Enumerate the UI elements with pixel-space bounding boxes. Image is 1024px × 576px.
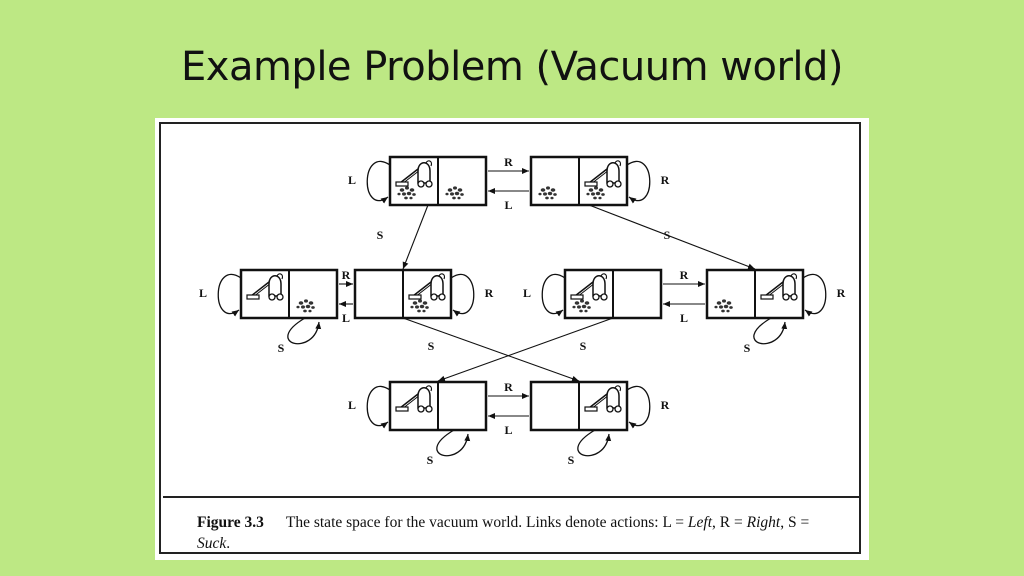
left-loop-label: L — [523, 286, 531, 300]
left-self-loop — [366, 386, 391, 429]
figure-caption: Figure 3.3 The state space for the vacuum… — [197, 512, 837, 554]
right-loop-label: R — [837, 286, 846, 300]
left-self-loop — [217, 274, 242, 317]
left-label: L — [504, 198, 512, 212]
left-loop-label: L — [199, 286, 207, 300]
suck-arrow — [588, 204, 756, 270]
suck-label: S — [377, 228, 384, 242]
state-6 — [705, 268, 805, 320]
right-label: R — [504, 380, 513, 394]
state-5 — [563, 268, 663, 320]
figure-frame: R L R L R L R L L L L L R R R R S S S S S S S S Figure 3.3 The s… — [159, 122, 861, 554]
right-self-loop — [450, 274, 475, 317]
suck-self-loop — [287, 317, 322, 345]
right-loop-label: R — [661, 173, 670, 187]
caption-text-1: The state space for the vacuum world. Li… — [285, 514, 688, 531]
suck-arrow — [437, 317, 614, 382]
left-label: L — [680, 311, 688, 325]
suck-self-loop — [753, 317, 788, 345]
suck-label: S — [664, 228, 671, 242]
right-loop-label: R — [661, 398, 670, 412]
state-8 — [529, 380, 629, 432]
suck-arrow — [402, 204, 429, 270]
caption-left: Left — [687, 514, 713, 531]
state-space-diagram: R L R L R L R L L L L L R R R R S S S S S S S S — [199, 155, 846, 467]
suck-label: S — [428, 339, 435, 353]
caption-right: Right — [746, 514, 781, 531]
state-7 — [388, 380, 488, 432]
state-2 — [529, 155, 629, 207]
left-loop-label: L — [348, 173, 356, 187]
suck-self-loop — [436, 429, 471, 457]
figure-panel: R L R L R L R L L L L L R R R R S S S S S S S S Figure 3.3 The s… — [155, 118, 869, 560]
right-self-loop — [802, 274, 827, 317]
suck-loop-label: S — [427, 453, 434, 467]
right-self-loop — [626, 386, 651, 429]
left-label: L — [342, 311, 350, 325]
caption-text-2: , R = — [712, 514, 747, 531]
suck-label: S — [580, 339, 587, 353]
left-label: L — [504, 423, 512, 437]
caption-suck: Suck — [197, 535, 227, 552]
figure-number: Figure 3.3 — [197, 514, 264, 531]
state-1 — [388, 155, 488, 207]
slide-title: Example Problem (Vacuum world) — [181, 44, 844, 90]
caption-text-4: . — [226, 535, 231, 552]
left-loop-label: L — [348, 398, 356, 412]
state-3 — [239, 268, 339, 320]
suck-arrow — [402, 317, 580, 382]
state-4 — [353, 268, 453, 320]
right-loop-label: R — [485, 286, 494, 300]
suck-loop-label: S — [744, 341, 751, 355]
right-label: R — [504, 155, 513, 169]
caption-divider — [163, 496, 861, 498]
suck-loop-label: S — [278, 341, 285, 355]
right-label: R — [680, 268, 689, 282]
left-self-loop — [541, 274, 566, 317]
suck-loop-label: S — [568, 453, 575, 467]
right-label: R — [342, 268, 351, 282]
right-self-loop — [626, 161, 651, 204]
suck-self-loop — [577, 429, 612, 457]
caption-text-3: , S = — [780, 514, 810, 531]
left-self-loop — [366, 161, 391, 204]
